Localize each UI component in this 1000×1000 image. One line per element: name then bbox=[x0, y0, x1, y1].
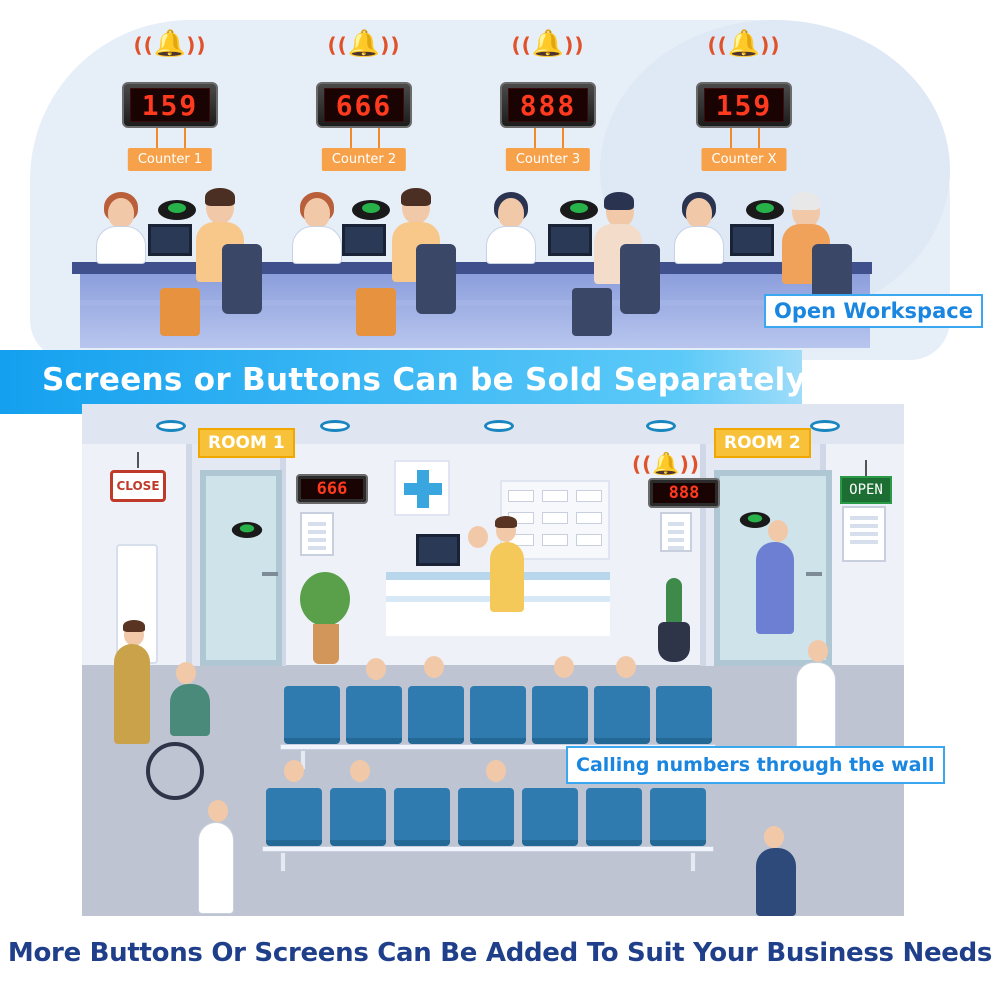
service-desk-stripe bbox=[80, 300, 870, 306]
bell-icon: ((🔔)) bbox=[632, 452, 700, 477]
counter-label: Counter X bbox=[701, 148, 787, 171]
waiting-seat bbox=[394, 788, 450, 846]
counter-group-3: ((🔔)) 888 Counter 3 bbox=[468, 30, 628, 190]
service-desk-front bbox=[80, 274, 870, 348]
reception-monitor bbox=[416, 534, 460, 566]
waiting-seat bbox=[522, 788, 578, 846]
ceiling-light bbox=[810, 420, 840, 432]
service-desk-top bbox=[72, 262, 872, 274]
seated-person-head bbox=[350, 760, 370, 782]
waiting-seat bbox=[586, 788, 642, 846]
ceiling-light bbox=[484, 420, 514, 432]
waiting-seat bbox=[330, 788, 386, 846]
led-display: 159 bbox=[696, 82, 792, 128]
waiting-seat bbox=[346, 686, 402, 744]
medical-cross-icon bbox=[394, 460, 450, 516]
led-digits: 159 bbox=[704, 88, 784, 122]
banner bbox=[0, 350, 802, 414]
wall-poster bbox=[300, 512, 334, 556]
ceiling-light bbox=[646, 420, 676, 432]
banner-text: Screens or Buttons Can be Sold Separatel… bbox=[42, 362, 807, 398]
led-display: 159 bbox=[122, 82, 218, 128]
counter-group-x: ((🔔)) 159 Counter X bbox=[664, 30, 824, 190]
led-digits: 159 bbox=[130, 88, 210, 122]
ceiling-light bbox=[156, 420, 186, 432]
bell-icon: ((🔔)) bbox=[327, 29, 401, 59]
room-1-door bbox=[200, 470, 282, 666]
wheelchair-wheel bbox=[146, 742, 204, 800]
waiting-seat bbox=[532, 686, 588, 744]
bell-icon: ((🔔)) bbox=[511, 29, 585, 59]
bell-icon: ((🔔)) bbox=[133, 29, 207, 59]
room-1-call-button bbox=[231, 522, 263, 538]
open-workspace-label: Open Workspace bbox=[764, 294, 983, 328]
waiting-seat bbox=[594, 686, 650, 744]
seated-person-head bbox=[554, 656, 574, 678]
waiting-seat bbox=[650, 788, 706, 846]
waiting-seat bbox=[266, 788, 322, 846]
plant bbox=[300, 572, 350, 626]
bell-icon: ((🔔)) bbox=[707, 29, 781, 59]
wall-poster bbox=[842, 506, 886, 562]
calling-numbers-label: Calling numbers through the wall bbox=[566, 746, 945, 784]
seated-person-head bbox=[486, 760, 506, 782]
led-display: 666 bbox=[316, 82, 412, 128]
waiting-seat bbox=[284, 686, 340, 744]
waiting-seat bbox=[470, 686, 526, 744]
led-display: 888 bbox=[500, 82, 596, 128]
waiting-seat bbox=[656, 686, 712, 744]
led-digits: 888 bbox=[653, 483, 715, 503]
room-1-sign: ROOM 1 bbox=[198, 428, 295, 458]
cactus-plant bbox=[666, 578, 682, 628]
waiting-seat bbox=[458, 788, 514, 846]
room-2-led-display: 888 bbox=[648, 478, 720, 508]
close-sign: CLOSE bbox=[110, 470, 166, 502]
counter-label: Counter 3 bbox=[505, 148, 591, 171]
led-digits: 666 bbox=[324, 88, 404, 122]
seated-person-head bbox=[284, 760, 304, 782]
open-sign: OPEN bbox=[840, 476, 892, 504]
counter-label: Counter 1 bbox=[127, 148, 213, 171]
wall-poster bbox=[660, 512, 692, 552]
seated-person-head bbox=[366, 658, 386, 680]
waiting-seat bbox=[408, 686, 464, 744]
seated-person-head bbox=[616, 656, 636, 678]
room-2-call-button bbox=[739, 512, 771, 528]
seated-person-head bbox=[424, 656, 444, 678]
led-digits: 888 bbox=[508, 88, 588, 122]
room-1-led-display: 666 bbox=[296, 474, 368, 504]
room-2-sign: ROOM 2 bbox=[714, 428, 811, 458]
ceiling-light bbox=[320, 420, 350, 432]
counter-label: Counter 2 bbox=[321, 148, 407, 171]
counter-group-1: ((🔔)) 159 Counter 1 bbox=[90, 30, 250, 190]
led-digits: 666 bbox=[301, 479, 363, 499]
footer-caption: More Buttons Or Screens Can Be Added To … bbox=[7, 938, 993, 968]
counter-group-2: ((🔔)) 666 Counter 2 bbox=[284, 30, 444, 190]
